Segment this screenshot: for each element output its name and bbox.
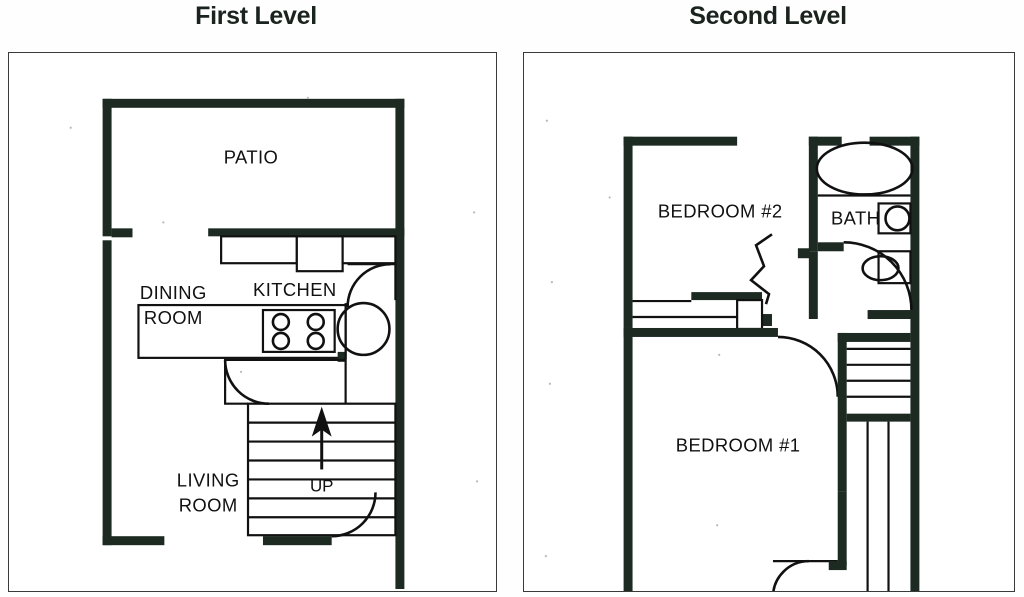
wall-bath-bottom bbox=[867, 310, 912, 320]
bathtub-oval bbox=[815, 141, 914, 196]
round-table bbox=[336, 301, 391, 357]
room-label-living-line2: ROOM bbox=[179, 494, 238, 515]
scan-speck bbox=[306, 96, 309, 99]
cooktop-burner-2 bbox=[306, 312, 326, 332]
kitchen-upper-cabinet-mid bbox=[295, 235, 344, 273]
scan-speck bbox=[608, 196, 611, 199]
wall-hall-partition bbox=[224, 358, 346, 405]
wall-bath-left-lower bbox=[808, 251, 818, 320]
wall-bedroom2-top bbox=[623, 136, 738, 146]
wall-hall-nub-upper bbox=[797, 248, 810, 259]
linen-closet bbox=[866, 421, 890, 591]
toilet-bowl bbox=[884, 205, 911, 232]
wall-stair-landing-top bbox=[837, 332, 911, 342]
stair-direction-label: UP bbox=[310, 476, 334, 495]
second-level-drawing: BEDROOM #2 BATH bbox=[544, 119, 920, 591]
cooktop-burner-1 bbox=[271, 312, 291, 332]
hall-partition-outline bbox=[749, 233, 773, 305]
stair-run-down bbox=[846, 347, 911, 398]
wall-bedroom2-left bbox=[623, 136, 633, 328]
kitchen-upper-cabinet-right bbox=[341, 235, 397, 265]
kitchen-pantry-outline bbox=[347, 263, 397, 301]
kitchen-door-swing bbox=[223, 359, 269, 405]
wall-exterior-top bbox=[102, 98, 405, 108]
bath-door-swing bbox=[843, 241, 913, 311]
wall-bedroom1-door-return bbox=[828, 561, 847, 571]
first-level-plan-frame: PATIO KITCHEN bbox=[8, 52, 497, 592]
wall-hall-nub-lower bbox=[761, 314, 772, 326]
wall-exterior-right bbox=[395, 98, 405, 590]
wall-stair-left bbox=[837, 332, 847, 492]
pantry-door-swing bbox=[346, 262, 391, 308]
scan-speck bbox=[545, 119, 549, 122]
scan-speck bbox=[550, 281, 553, 284]
room-label-bath: BATH bbox=[831, 207, 880, 228]
room-label-dining-line1: DINING bbox=[140, 282, 207, 303]
second-level-title: Second Level bbox=[689, 2, 847, 30]
wall-kitchen-right-return bbox=[337, 351, 346, 362]
room-label-bedroom1: BEDROOM #1 bbox=[676, 435, 801, 456]
second-level-plan-frame: BEDROOM #2 BATH bbox=[523, 52, 1015, 592]
scan-speck bbox=[69, 126, 72, 129]
stair-outline bbox=[246, 402, 397, 537]
wall-exterior-bottom-middle bbox=[262, 536, 332, 546]
sink-counter bbox=[877, 250, 912, 285]
wall-exterior-left bbox=[102, 98, 112, 237]
wall-stair-divider bbox=[846, 413, 911, 422]
wall-exterior-left-lower bbox=[102, 240, 112, 546]
room-label-kitchen: KITCHEN bbox=[253, 279, 337, 300]
first-level-title: First Level bbox=[195, 2, 317, 30]
scan-speck bbox=[239, 370, 243, 373]
wall-bath-top-left-stub bbox=[808, 136, 842, 146]
cooktop-burner-4 bbox=[306, 331, 326, 351]
wall-bath-right bbox=[910, 136, 920, 591]
scan-speck bbox=[475, 480, 479, 483]
scan-speck bbox=[544, 555, 548, 558]
wall-between-bedrooms bbox=[623, 327, 778, 337]
entry-door-swing bbox=[331, 492, 377, 538]
scan-speck bbox=[162, 221, 165, 224]
first-level-drawing: PATIO KITCHEN bbox=[69, 96, 479, 590]
wall-exterior-bottom-left bbox=[102, 536, 165, 546]
bedroom1-lower-door-swing bbox=[772, 559, 809, 591]
scan-speck bbox=[716, 524, 719, 527]
cooktop-burner-3 bbox=[271, 331, 291, 351]
room-label-patio: PATIO bbox=[224, 147, 278, 168]
wall-jamb-left bbox=[111, 228, 133, 238]
wall-bath-top-right bbox=[869, 136, 920, 146]
wall-bath-door-jamb bbox=[817, 242, 844, 252]
scan-speck bbox=[718, 353, 721, 356]
cooktop-outline bbox=[261, 308, 336, 353]
scan-speck bbox=[548, 382, 551, 385]
closet-door-panel bbox=[736, 298, 764, 331]
wall-stair-left-lower bbox=[837, 491, 847, 566]
wall-bath-left bbox=[808, 136, 818, 252]
room-label-bedroom2: BEDROOM #2 bbox=[658, 200, 783, 221]
closet-rail bbox=[691, 292, 763, 301]
wall-patio-kitchen bbox=[208, 228, 405, 237]
bedroom1-door-swing bbox=[777, 335, 840, 397]
second-level-panel: Second Level BEDROOM #2 BATH bbox=[512, 0, 1024, 597]
first-level-panel: First Level PATIO bbox=[8, 2, 497, 592]
wall-bedroom1-left bbox=[623, 327, 633, 591]
kitchen-upper-cabinet-left bbox=[220, 235, 298, 265]
scan-speck bbox=[472, 211, 476, 214]
room-label-dining-line2: ROOM bbox=[144, 307, 203, 328]
up-arrow-icon bbox=[311, 406, 332, 470]
sink-basin bbox=[861, 254, 900, 282]
room-label-living-line1: LIVING bbox=[177, 469, 240, 490]
